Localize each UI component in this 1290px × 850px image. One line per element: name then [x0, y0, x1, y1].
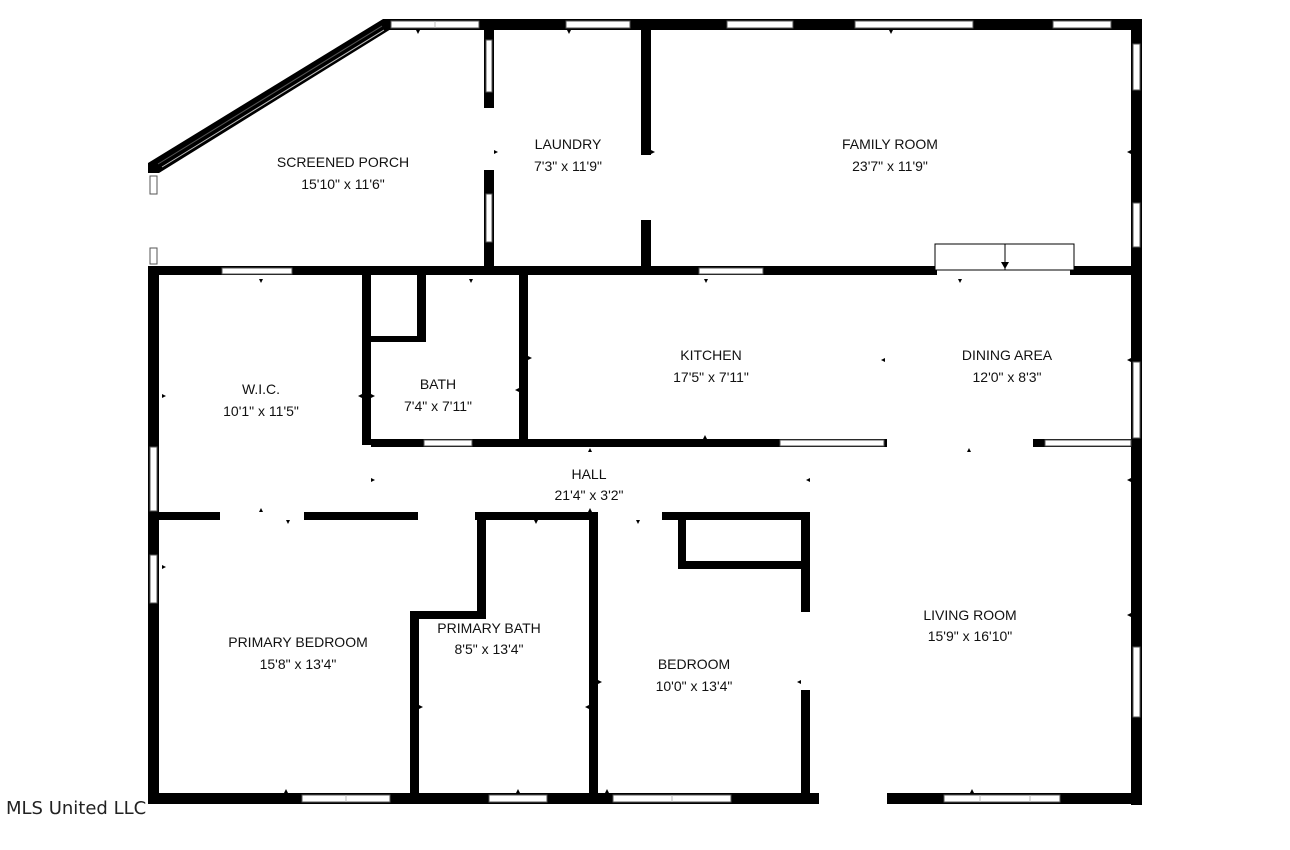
room-labels: SCREENED PORCH 15'10" x 11'6" LAUNDRY 7'…: [223, 136, 1053, 694]
room-dimensions: 7'4" x 7'11": [404, 398, 472, 414]
room-living-room: LIVING ROOM 15'9" x 16'10": [923, 607, 1016, 644]
room-hall: HALL 21'4" x 3'2": [555, 466, 624, 503]
doorways: [148, 108, 1070, 804]
room-laundry: LAUNDRY 7'3" x 11'9": [534, 136, 602, 174]
room-name: SCREENED PORCH: [277, 154, 409, 170]
room-name: LIVING ROOM: [923, 607, 1016, 623]
room-name: LAUNDRY: [535, 136, 602, 152]
room-primary-bedroom: PRIMARY BEDROOM 15'8" x 13'4": [228, 634, 368, 672]
room-dimensions: 21'4" x 3'2": [555, 487, 624, 503]
counter-outline: [934, 243, 1075, 271]
room-dimensions: 10'1" x 11'5": [223, 403, 299, 419]
room-dimensions: 15'8" x 13'4": [260, 656, 337, 672]
room-bath: BATH 7'4" x 7'11": [404, 376, 472, 414]
room-dimensions: 17'5" x 7'11": [673, 369, 749, 385]
room-screened-porch: SCREENED PORCH 15'10" x 11'6": [277, 154, 409, 192]
room-dimensions: 10'0" x 13'4": [656, 678, 733, 694]
room-bedroom: BEDROOM 10'0" x 13'4": [656, 656, 733, 694]
room-primary-bath: PRIMARY BATH 8'5" x 13'4": [437, 620, 540, 657]
room-dimensions: 15'10" x 11'6": [301, 176, 385, 192]
room-dimensions: 7'3" x 11'9": [534, 158, 602, 174]
dimension-markers: [162, 30, 1131, 793]
room-name: PRIMARY BATH: [437, 620, 540, 636]
room-wic: W.I.C. 10'1" x 11'5": [223, 381, 299, 419]
room-dining-area: DINING AREA 12'0" x 8'3": [962, 347, 1053, 385]
windows: [149, 20, 1141, 803]
room-dimensions: 12'0" x 8'3": [973, 369, 1042, 385]
room-name: PRIMARY BEDROOM: [228, 634, 368, 650]
room-name: W.I.C.: [242, 381, 280, 397]
room-name: BATH: [420, 376, 456, 392]
room-name: FAMILY ROOM: [842, 136, 938, 152]
room-name: DINING AREA: [962, 347, 1053, 363]
room-name: HALL: [571, 466, 606, 482]
watermark: MLS United LLC: [6, 798, 147, 819]
room-dimensions: 8'5" x 13'4": [455, 641, 524, 657]
room-dimensions: 15'9" x 16'10": [928, 628, 1013, 644]
room-name: KITCHEN: [680, 347, 741, 363]
room-family-room: FAMILY ROOM 23'7" x 11'9": [842, 136, 938, 174]
room-kitchen: KITCHEN 17'5" x 7'11": [673, 347, 749, 385]
room-name: BEDROOM: [658, 656, 730, 672]
room-dimensions: 23'7" x 11'9": [852, 158, 928, 174]
